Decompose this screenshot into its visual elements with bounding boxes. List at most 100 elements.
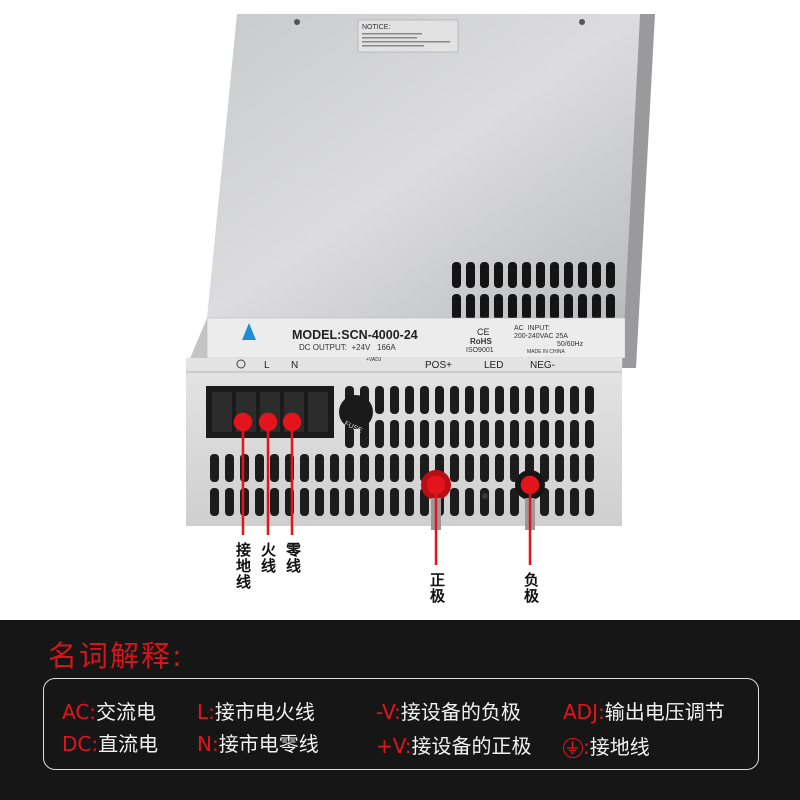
vent-slot: [345, 488, 354, 516]
glossary-key: AC:: [62, 700, 97, 724]
vent-slot: [510, 454, 519, 482]
vent-slot: [540, 420, 549, 448]
ground-symbol-icon: [236, 359, 246, 369]
callout-positive: 正极: [428, 572, 446, 604]
vent-slot: [435, 420, 444, 448]
vent-slot: [585, 420, 594, 448]
vent-slot: [255, 454, 264, 482]
vent-slot: [452, 294, 461, 320]
glossary-key: DC:: [62, 732, 99, 756]
vent-slot: [480, 262, 489, 288]
vent-slot: [510, 386, 519, 414]
vent-slot: [375, 454, 384, 482]
vent-slot: [480, 420, 489, 448]
vent-slot: [375, 488, 384, 516]
vent-slot: [606, 294, 615, 320]
vent-slot: [255, 488, 264, 516]
vent-slot: [450, 454, 459, 482]
vent-slot: [510, 488, 519, 516]
vent-slot: [300, 488, 309, 516]
vent-slot: [315, 454, 324, 482]
callout-neutral: 零线: [284, 542, 302, 574]
glossary-value: 接市电零线: [218, 732, 319, 756]
glossary-item-ac: AC:交流电: [62, 696, 156, 725]
vent-slot: [508, 262, 517, 288]
vent-slot: [390, 386, 399, 414]
vent-slot: [585, 454, 594, 482]
vent-slot: [360, 454, 369, 482]
brand-logo: [242, 323, 256, 340]
vent-slot: [450, 488, 459, 516]
vent-slot: [570, 420, 579, 448]
ce-mark: CE: [477, 327, 490, 337]
vent-slot: [466, 294, 475, 320]
vent-slot: [585, 488, 594, 516]
ac-input-title: AC INPUT:: [514, 325, 550, 332]
vent-slot: [495, 386, 504, 414]
vadj-label: +VADJ: [366, 357, 382, 363]
glossary-key: N:: [197, 732, 219, 756]
callout-ground: 接地线: [234, 542, 252, 590]
vent-slot: [540, 488, 549, 516]
vent-slot: [450, 420, 459, 448]
vent-slot: [522, 262, 531, 288]
glossary-item-dc: DC:直流电: [62, 728, 158, 757]
vent-slot: [578, 294, 587, 320]
vent-slot: [270, 454, 279, 482]
dc-output-text: DC OUTPUT: +24V 166A: [299, 343, 396, 352]
pos-label: POS+: [425, 360, 452, 371]
spec-label: [206, 317, 626, 359]
made-in-text: MADE IN CHINA: [527, 349, 565, 355]
glossary-value: 直流电: [98, 732, 159, 756]
vent-slot: [210, 488, 219, 516]
vent-slot: [480, 454, 489, 482]
callout-negative: 负极: [522, 572, 540, 604]
vent-slot: [536, 294, 545, 320]
vent-slot: [375, 386, 384, 414]
vent-slot: [522, 294, 531, 320]
top-vents: [452, 262, 615, 320]
vent-slot: [592, 262, 601, 288]
vent-slot: [480, 386, 489, 414]
vent-slot: [585, 386, 594, 414]
side-edge: [622, 14, 655, 368]
top-cover: [207, 14, 640, 318]
glossary-item-pos-v: +V:接设备的正极: [376, 730, 532, 759]
vent-slot: [375, 420, 384, 448]
vent-slot: [390, 454, 399, 482]
glossary-value: 输出电压调节: [604, 700, 725, 724]
glossary-item-n: N:接市电零线: [197, 728, 319, 757]
led-label: LED: [484, 360, 503, 371]
glossary-key: L:: [197, 700, 215, 724]
glossary-key: -V:: [376, 700, 401, 724]
iso-text: ISO9001: [466, 347, 494, 354]
vent-slot: [225, 488, 234, 516]
vent-slot: [300, 454, 309, 482]
vent-slot: [210, 454, 219, 482]
vent-slot: [330, 454, 339, 482]
terminal-label-n: N: [291, 360, 298, 371]
vent-slot: [536, 262, 545, 288]
glossary-key: +V:: [376, 734, 412, 758]
glossary-key: ADJ:: [563, 700, 605, 724]
vent-slot: [510, 420, 519, 448]
vent-slot: [465, 386, 474, 414]
glossary-box: [43, 678, 759, 770]
vent-slot: [315, 488, 324, 516]
glossary-item-ground: :接地线: [563, 731, 650, 760]
vent-slot: [420, 420, 429, 448]
glossary-item-l: L:接市电火线: [197, 696, 315, 725]
callout-live: 火线: [259, 542, 277, 574]
glossary-key: :: [583, 735, 590, 759]
vent-slot: [564, 294, 573, 320]
vent-slot: [555, 488, 564, 516]
vent-slot: [480, 294, 489, 320]
vent-slot: [570, 386, 579, 414]
glossary-value: 接设备的负极: [400, 700, 521, 724]
vent-slot: [555, 454, 564, 482]
vent-slot: [360, 488, 369, 516]
led-indicator: [482, 493, 488, 499]
screw-icon: [294, 19, 300, 25]
vent-slot: [435, 386, 444, 414]
vent-slot: [592, 294, 601, 320]
